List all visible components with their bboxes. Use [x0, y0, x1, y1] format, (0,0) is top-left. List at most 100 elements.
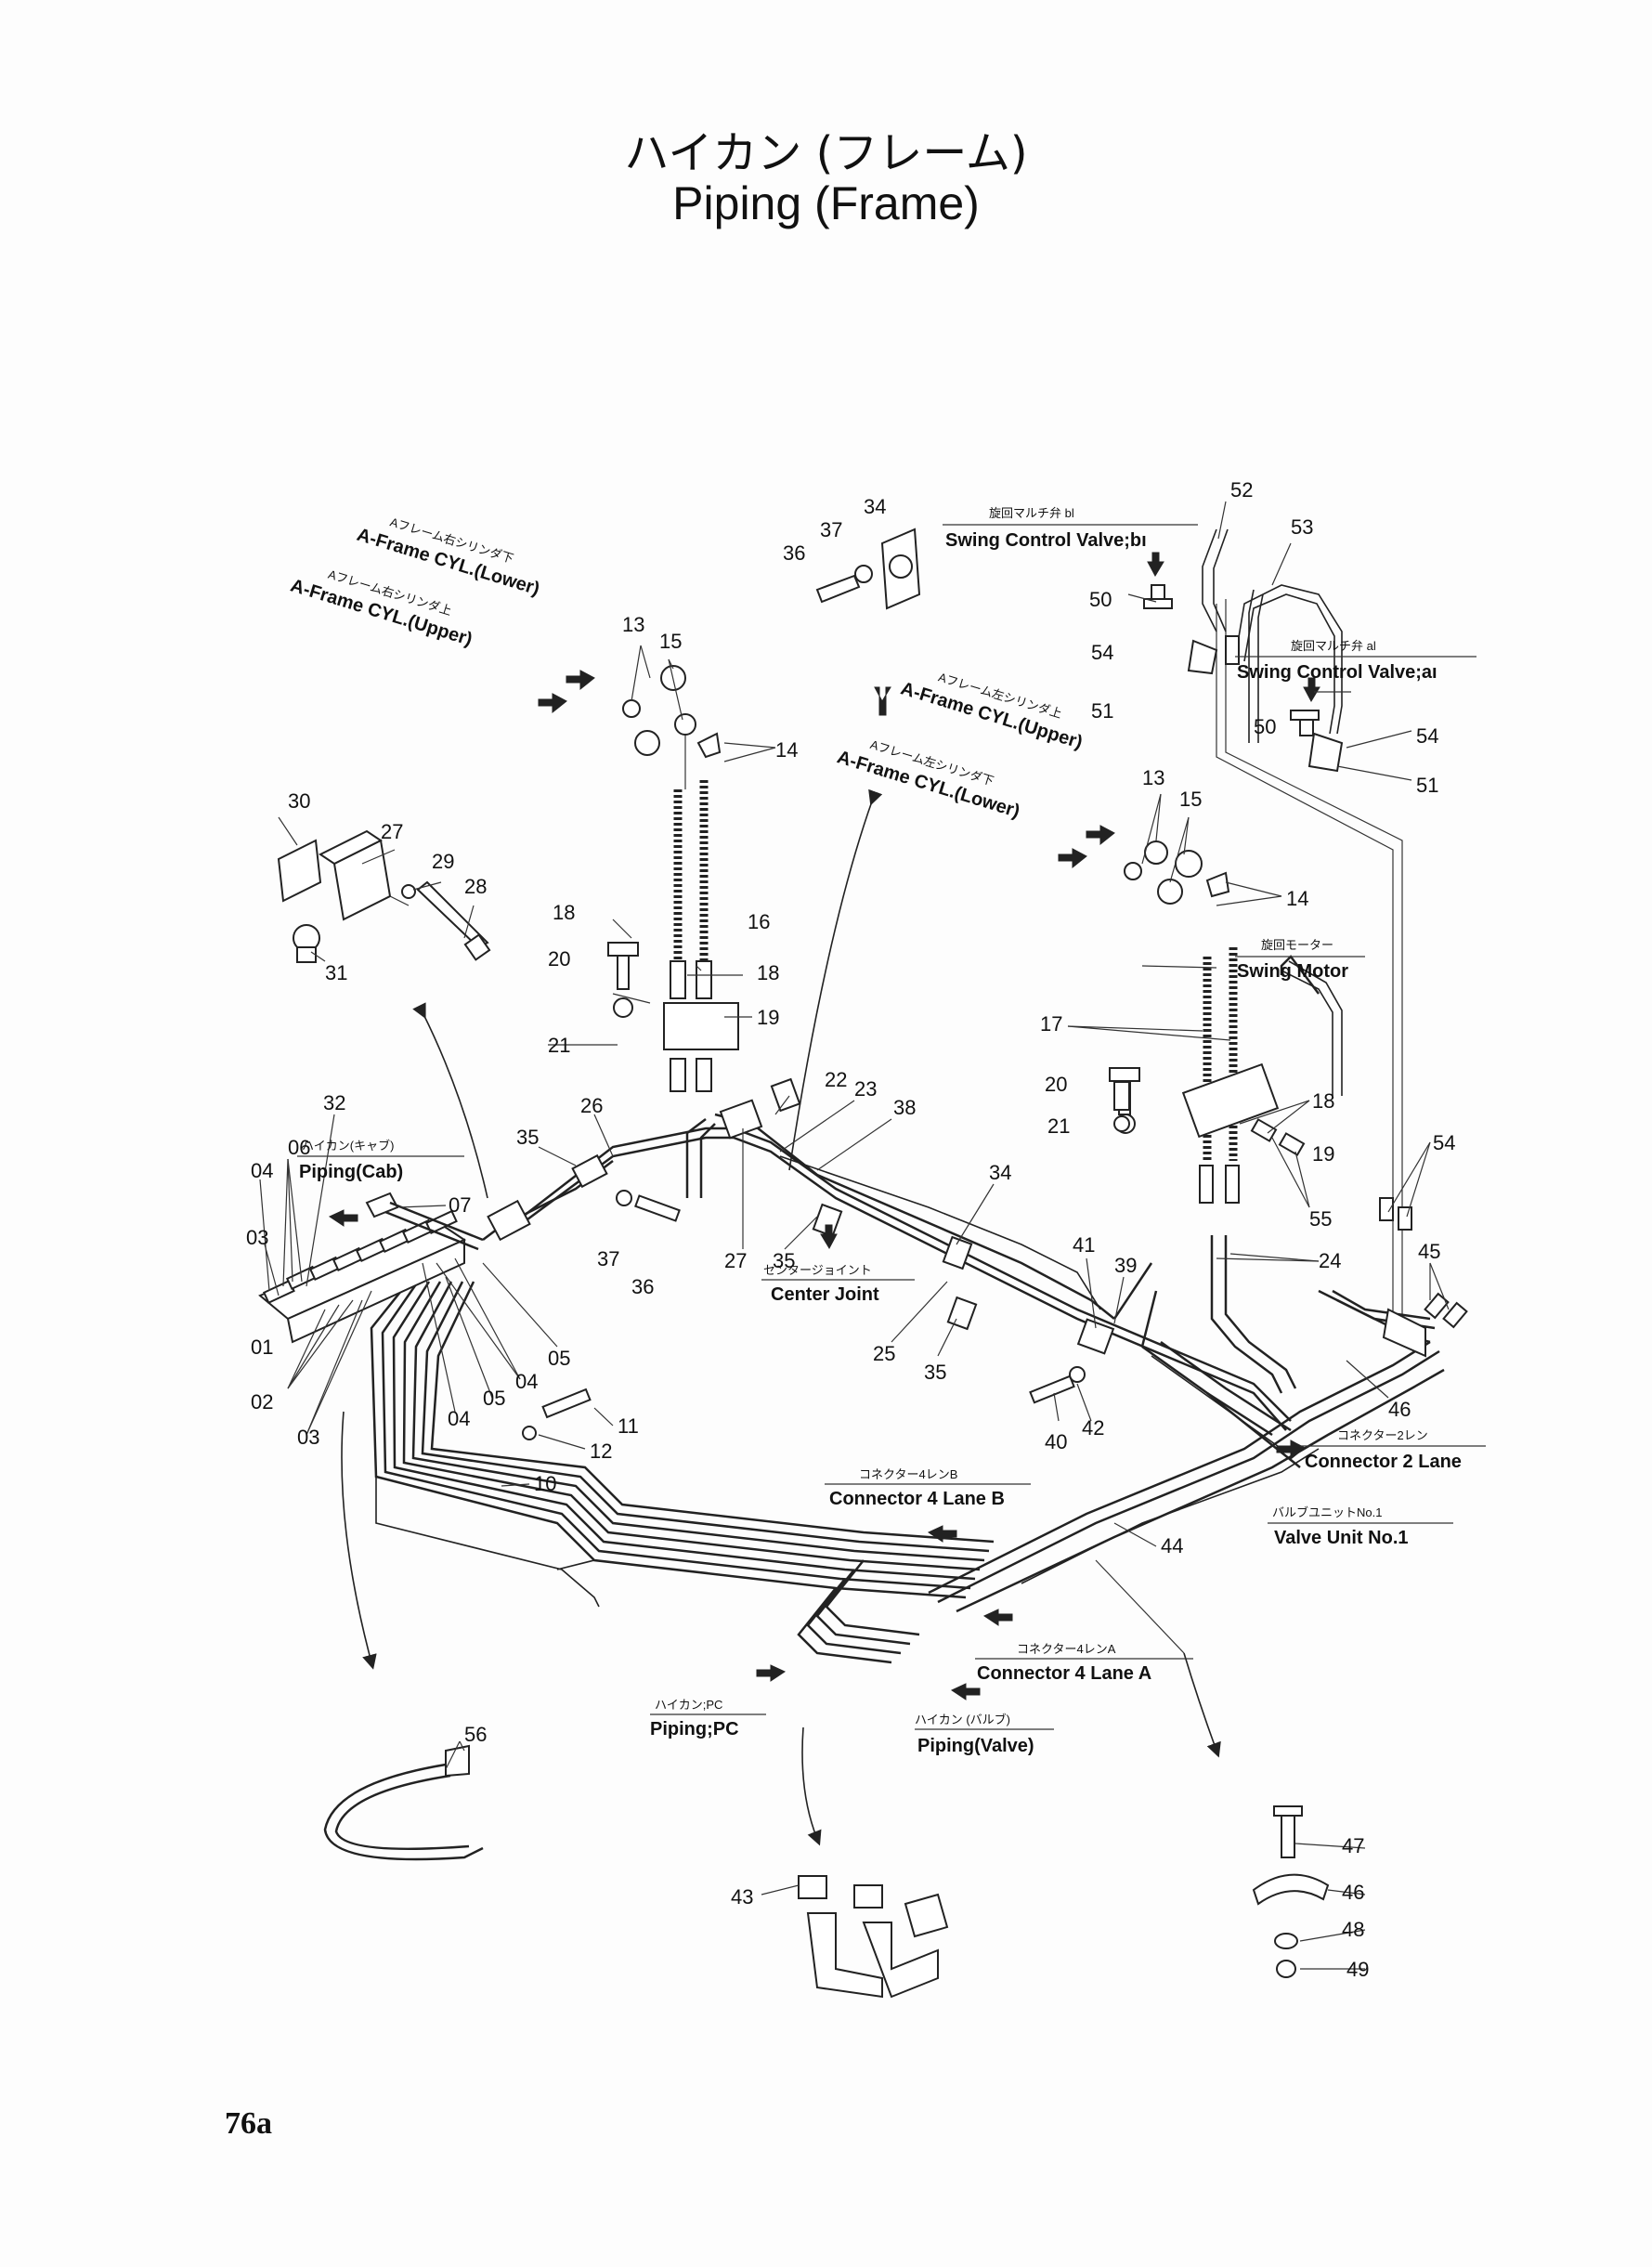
piping-pc-en: Piping;PC	[650, 1719, 739, 1739]
part-number: 23	[854, 1077, 877, 1101]
part-number: 22	[825, 1068, 847, 1091]
swing-valve-ai-en: Swing Control Valve;aı	[1237, 662, 1437, 683]
part-number: 24	[1319, 1249, 1341, 1272]
part-number: 01	[251, 1335, 273, 1359]
part-number: 41	[1073, 1233, 1095, 1257]
piping-valve-en: Piping(Valve)	[917, 1736, 1034, 1756]
part-number: 04	[515, 1370, 538, 1393]
label-underlines	[297, 524, 1486, 1730]
part-number: 43	[731, 1885, 753, 1909]
part-number: 11	[618, 1414, 639, 1438]
part-number: 02	[251, 1390, 273, 1414]
piping-cab-en: Piping(Cab)	[299, 1162, 403, 1182]
part-number: 03	[246, 1226, 268, 1249]
piping-cab-jp: ハイカン(キャブ)	[302, 1139, 394, 1153]
part-number: 03	[297, 1426, 319, 1449]
part-number: 17	[1040, 1012, 1062, 1036]
part-number: 37	[820, 518, 842, 541]
part-number: 19	[1312, 1142, 1334, 1166]
part-number: 21	[548, 1034, 570, 1057]
part-number: 27	[381, 820, 403, 843]
connector-2-lane-en: Connector 2 Lane	[1305, 1452, 1462, 1472]
connector-4b-jp: コネクター4レンB	[859, 1467, 957, 1481]
leader-lines	[259, 501, 1450, 1970]
part-number: 04	[251, 1159, 273, 1182]
clamp-46-detail	[1252, 1805, 1330, 1978]
part-number: 45	[1418, 1240, 1440, 1263]
part-number: 32	[323, 1091, 345, 1114]
part-number: 39	[1114, 1254, 1137, 1277]
connector-4b-en: Connector 4 Lane B	[829, 1489, 1005, 1509]
part-number: 20	[1045, 1073, 1067, 1096]
page-number: 76a	[225, 2106, 272, 2141]
part-number: 05	[483, 1387, 505, 1410]
part-number: 48	[1342, 1918, 1364, 1941]
part-number: 40	[1045, 1430, 1067, 1453]
part-number: 18	[757, 961, 779, 984]
part-number: 06	[288, 1136, 310, 1159]
part-number: 10	[534, 1472, 556, 1495]
part-number: 37	[597, 1247, 619, 1270]
piping-pc-jp: ハイカン;PC	[655, 1698, 722, 1712]
part-number: 13	[1142, 766, 1164, 789]
fitting-43-detail	[798, 1875, 949, 1999]
swing-valve-ai-jp: 旋回マルチ弁 al	[1291, 639, 1376, 653]
part-number: 55	[1309, 1207, 1332, 1231]
part-number: 54	[1433, 1131, 1455, 1154]
part-number: 36	[783, 541, 805, 565]
cable-tie-56	[323, 1744, 484, 1861]
part-number: 34	[989, 1161, 1011, 1184]
part-number: 44	[1161, 1534, 1183, 1557]
connector-4a-en: Connector 4 Lane A	[977, 1663, 1151, 1684]
part-number: 36	[631, 1275, 654, 1298]
page-title-japanese: ハイカン (フレーム)	[624, 127, 1028, 179]
swing-motor-jp: 旋回モーター	[1261, 938, 1333, 952]
part-number: 46	[1342, 1881, 1364, 1904]
part-number: 54	[1091, 641, 1113, 664]
valve-unit-jp: バルブユニットNo.1	[1272, 1505, 1382, 1519]
part-number: 56	[464, 1723, 487, 1746]
part-number: 51	[1091, 699, 1113, 723]
flow-arrows	[328, 552, 1320, 1846]
part-number: 21	[1047, 1114, 1070, 1138]
part-number: 31	[325, 961, 347, 984]
clamp-34-detail	[815, 528, 921, 610]
part-number: 25	[873, 1342, 895, 1365]
connector-2-lane-jp: コネクター2レン	[1337, 1428, 1428, 1442]
part-number: 26	[580, 1094, 603, 1117]
left-hose-pair	[607, 665, 739, 1092]
block-27-detail	[277, 829, 491, 963]
part-number: 18	[1312, 1089, 1334, 1113]
part-number: 50	[1089, 588, 1112, 611]
part-number: 05	[548, 1347, 570, 1370]
part-number: 30	[288, 789, 310, 813]
page-title-english: Piping (Frame)	[672, 177, 980, 229]
part-number: 18	[553, 901, 575, 924]
part-number: 49	[1346, 1958, 1369, 1981]
part-number: 51	[1416, 774, 1438, 797]
swing-control-fittings	[1143, 584, 1344, 995]
part-number: 42	[1082, 1416, 1104, 1440]
part-number: 14	[775, 738, 798, 762]
part-number: 29	[432, 850, 454, 873]
part-number: 34	[864, 495, 886, 518]
swing-valve-bi-en: Swing Control Valve;bı	[945, 530, 1147, 551]
part-number: 15	[659, 630, 682, 653]
part-number: 04	[448, 1407, 470, 1430]
swing-valve-bi-jp: 旋回マルチ弁 bl	[989, 506, 1074, 520]
valve-unit-en: Valve Unit No.1	[1274, 1528, 1409, 1548]
center-joint-en: Center Joint	[771, 1284, 879, 1305]
part-numbers: 52 53 50 54 51 50 54 51 34 37 36 13 15 1…	[246, 478, 1455, 1981]
part-number: 46	[1388, 1398, 1411, 1421]
part-number: 16	[748, 910, 770, 933]
part-number: 28	[464, 875, 487, 898]
part-number: 47	[1342, 1834, 1364, 1857]
part-number: 54	[1416, 724, 1438, 748]
right-hose-pair	[1109, 840, 1468, 1358]
part-number: 12	[590, 1440, 612, 1463]
part-number: 15	[1179, 788, 1202, 811]
part-number: 52	[1230, 478, 1253, 502]
part-number: 35	[773, 1249, 795, 1272]
